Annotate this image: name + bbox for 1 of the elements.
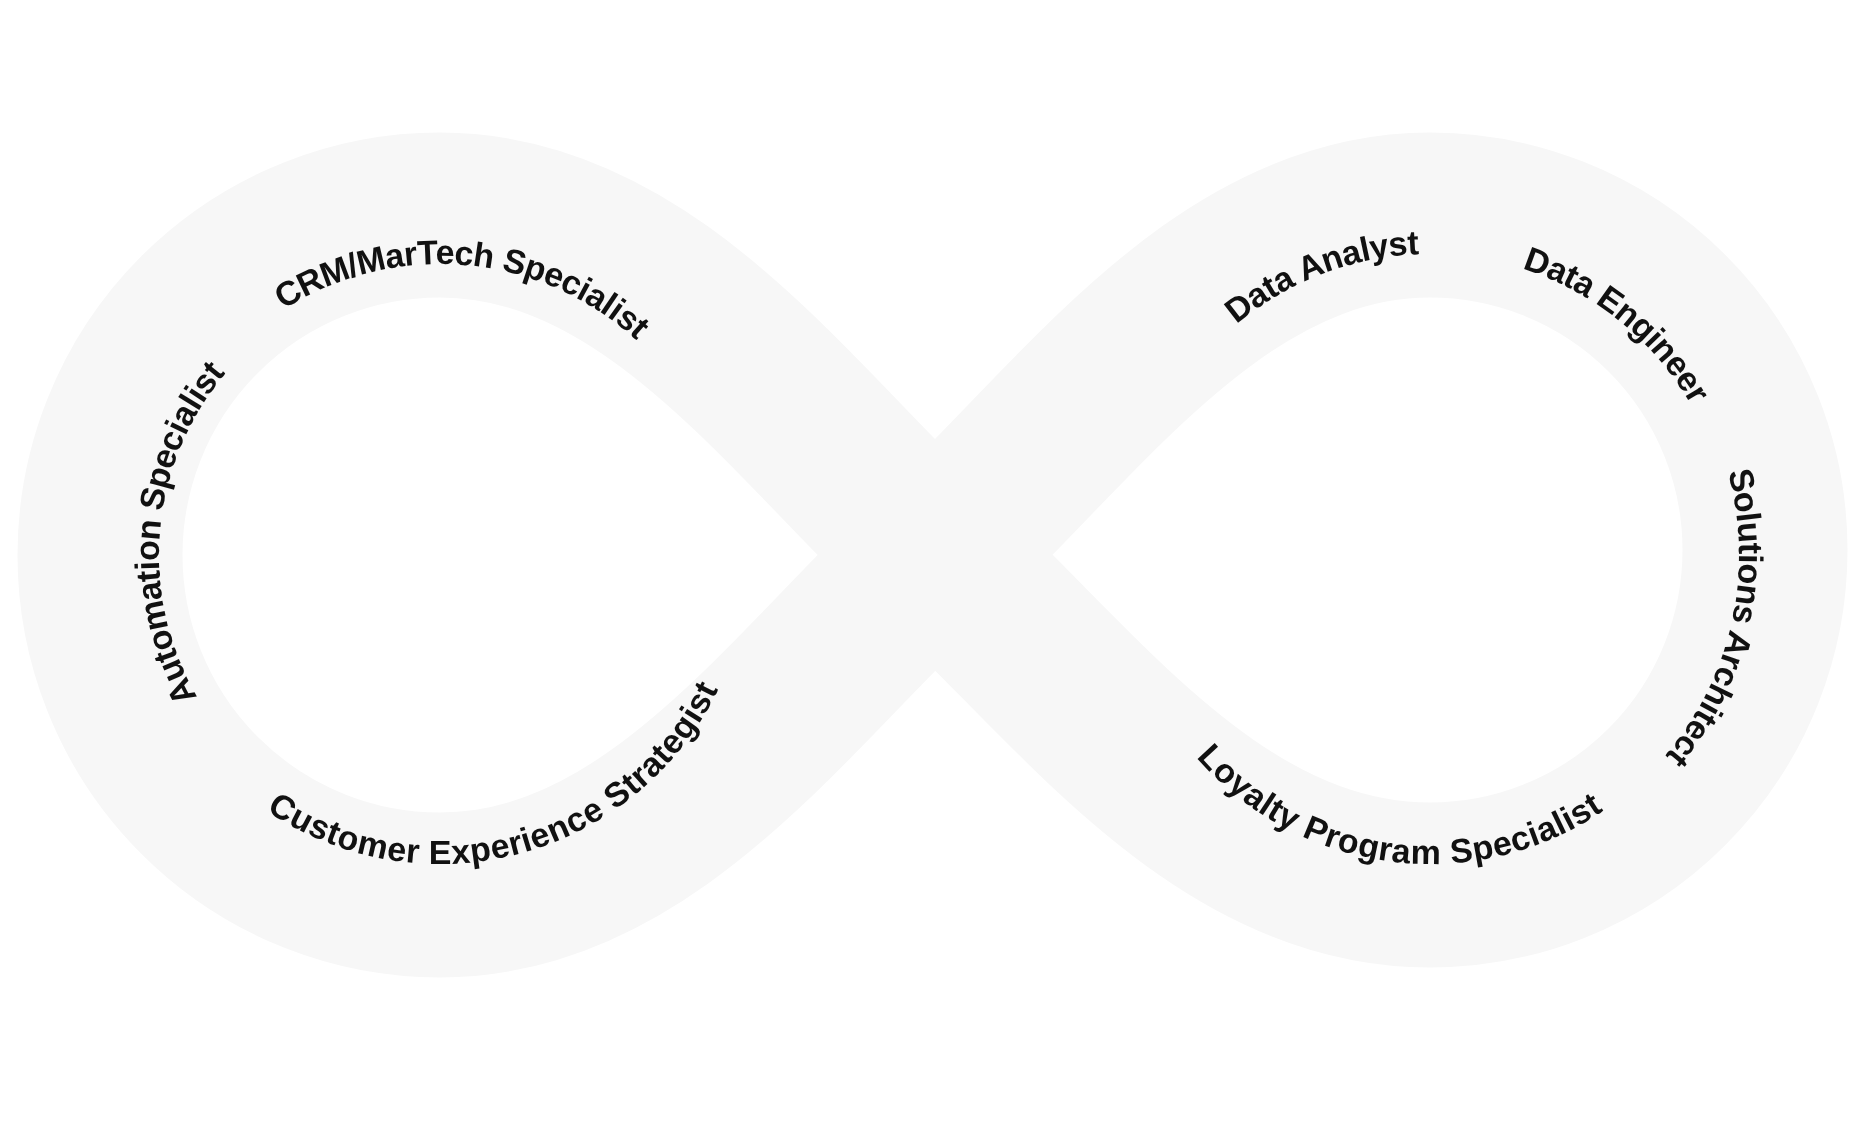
role-label: Data Analyst	[1217, 223, 1420, 330]
